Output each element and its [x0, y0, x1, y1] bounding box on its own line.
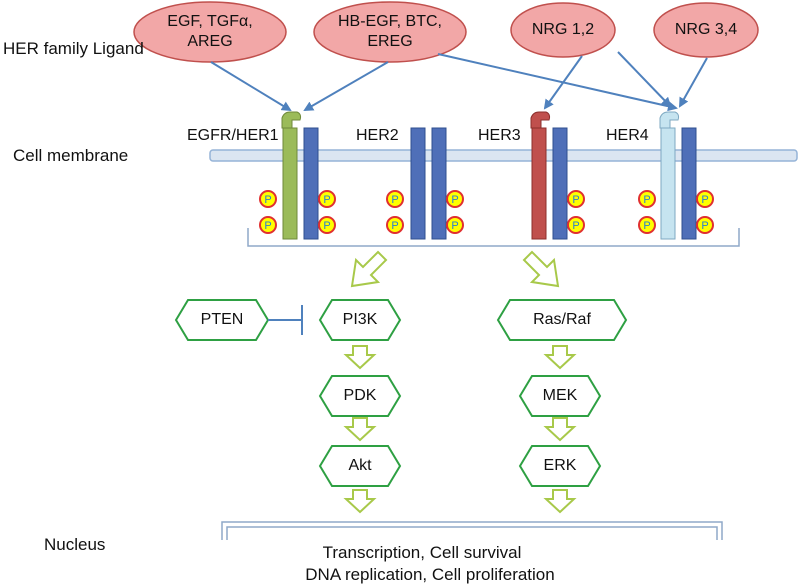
rasraf-hexagon — [496, 299, 628, 341]
ligand-ellipse-4 — [653, 2, 759, 58]
phospho-label-7: P — [451, 194, 458, 206]
phospho-label-5: P — [391, 194, 398, 206]
ligand-row-label: HER family Ligand — [3, 39, 144, 58]
receptor-label-her3: HER3 — [478, 127, 521, 144]
receptor-label-her2: HER2 — [356, 127, 399, 144]
phospho-label-13: P — [701, 194, 708, 206]
her2-receptor — [410, 127, 447, 240]
pi3k-hexagon — [318, 299, 402, 341]
phospho-label-2: P — [264, 220, 271, 232]
arrow-mek-erk — [543, 417, 577, 442]
akt-hexagon — [318, 445, 402, 487]
arrow-akt-nucleus — [343, 489, 377, 514]
phospho-label-10: P — [572, 220, 579, 232]
pten-inhibition — [268, 305, 303, 335]
phospho-label-8: P — [451, 220, 458, 232]
phospho-label-3: P — [323, 194, 330, 206]
ligand-ellipse-2 — [313, 1, 467, 63]
receptor-label-her4: HER4 — [606, 127, 649, 144]
arrow-receptor-rasraf — [522, 250, 560, 288]
signal-arrows — [343, 250, 577, 514]
phospho-labels: P P P P P P P P P P P P P P — [264, 194, 708, 232]
arrow-pdk-akt — [343, 417, 377, 442]
arrow-rasraf-mek — [543, 345, 577, 370]
ligand-ellipse-3 — [510, 2, 616, 58]
ligand-3-text: NRG 1,2 — [531, 21, 595, 38]
pi3k-label: PI3K — [342, 311, 378, 328]
pdk-label: PDK — [343, 387, 377, 404]
egfr-receptor — [281, 111, 319, 240]
akt-label: Akt — [348, 457, 372, 474]
arrow-receptor-pi3k — [350, 250, 388, 288]
pten-label: PTEN — [200, 311, 244, 328]
phospho-label-9: P — [572, 194, 579, 206]
erk-label: ERK — [543, 457, 577, 474]
phospho-label-11: P — [643, 194, 650, 206]
ligand-2-text: HB-EGF, BTC,EREG — [337, 13, 442, 50]
nucleus-bracket — [221, 521, 723, 540]
her3-receptor — [530, 111, 568, 240]
erk-hexagon — [518, 445, 602, 487]
phospho-label-4: P — [323, 220, 330, 232]
rasraf-label: Ras/Raf — [533, 311, 591, 328]
ligand-1-text: EGF, TGFα,AREG — [167, 13, 253, 50]
arrow-erk-nucleus — [543, 489, 577, 514]
receptor-label-egfr: EGFR/HER1 — [187, 127, 279, 144]
ligand-4-text: NRG 3,4 — [674, 21, 738, 38]
phospho-label-1: P — [264, 194, 271, 206]
receptor-bracket — [247, 228, 740, 247]
phospho-sites — [259, 190, 714, 234]
cell-membrane — [209, 149, 798, 162]
ligand-binding-arrows — [210, 51, 708, 112]
phospho-label-14: P — [701, 220, 708, 232]
arrow-pi3k-pdk — [343, 345, 377, 370]
mek-hexagon — [518, 375, 602, 417]
mek-label: MEK — [542, 387, 578, 404]
ligand-ellipse-1 — [133, 1, 287, 63]
pathway-hexagons — [174, 299, 628, 487]
nucleus-row-label: Nucleus — [44, 535, 106, 554]
outcome-line-2: DNA replication, Cell proliferation — [305, 565, 555, 584]
her4-receptor — [659, 111, 697, 240]
pdk-hexagon — [318, 375, 402, 417]
outcome-line-1: Transcription, Cell survival — [322, 543, 522, 562]
phospho-label-6: P — [391, 220, 398, 232]
phospho-label-12: P — [643, 220, 650, 232]
membrane-row-label: Cell membrane — [13, 146, 129, 165]
